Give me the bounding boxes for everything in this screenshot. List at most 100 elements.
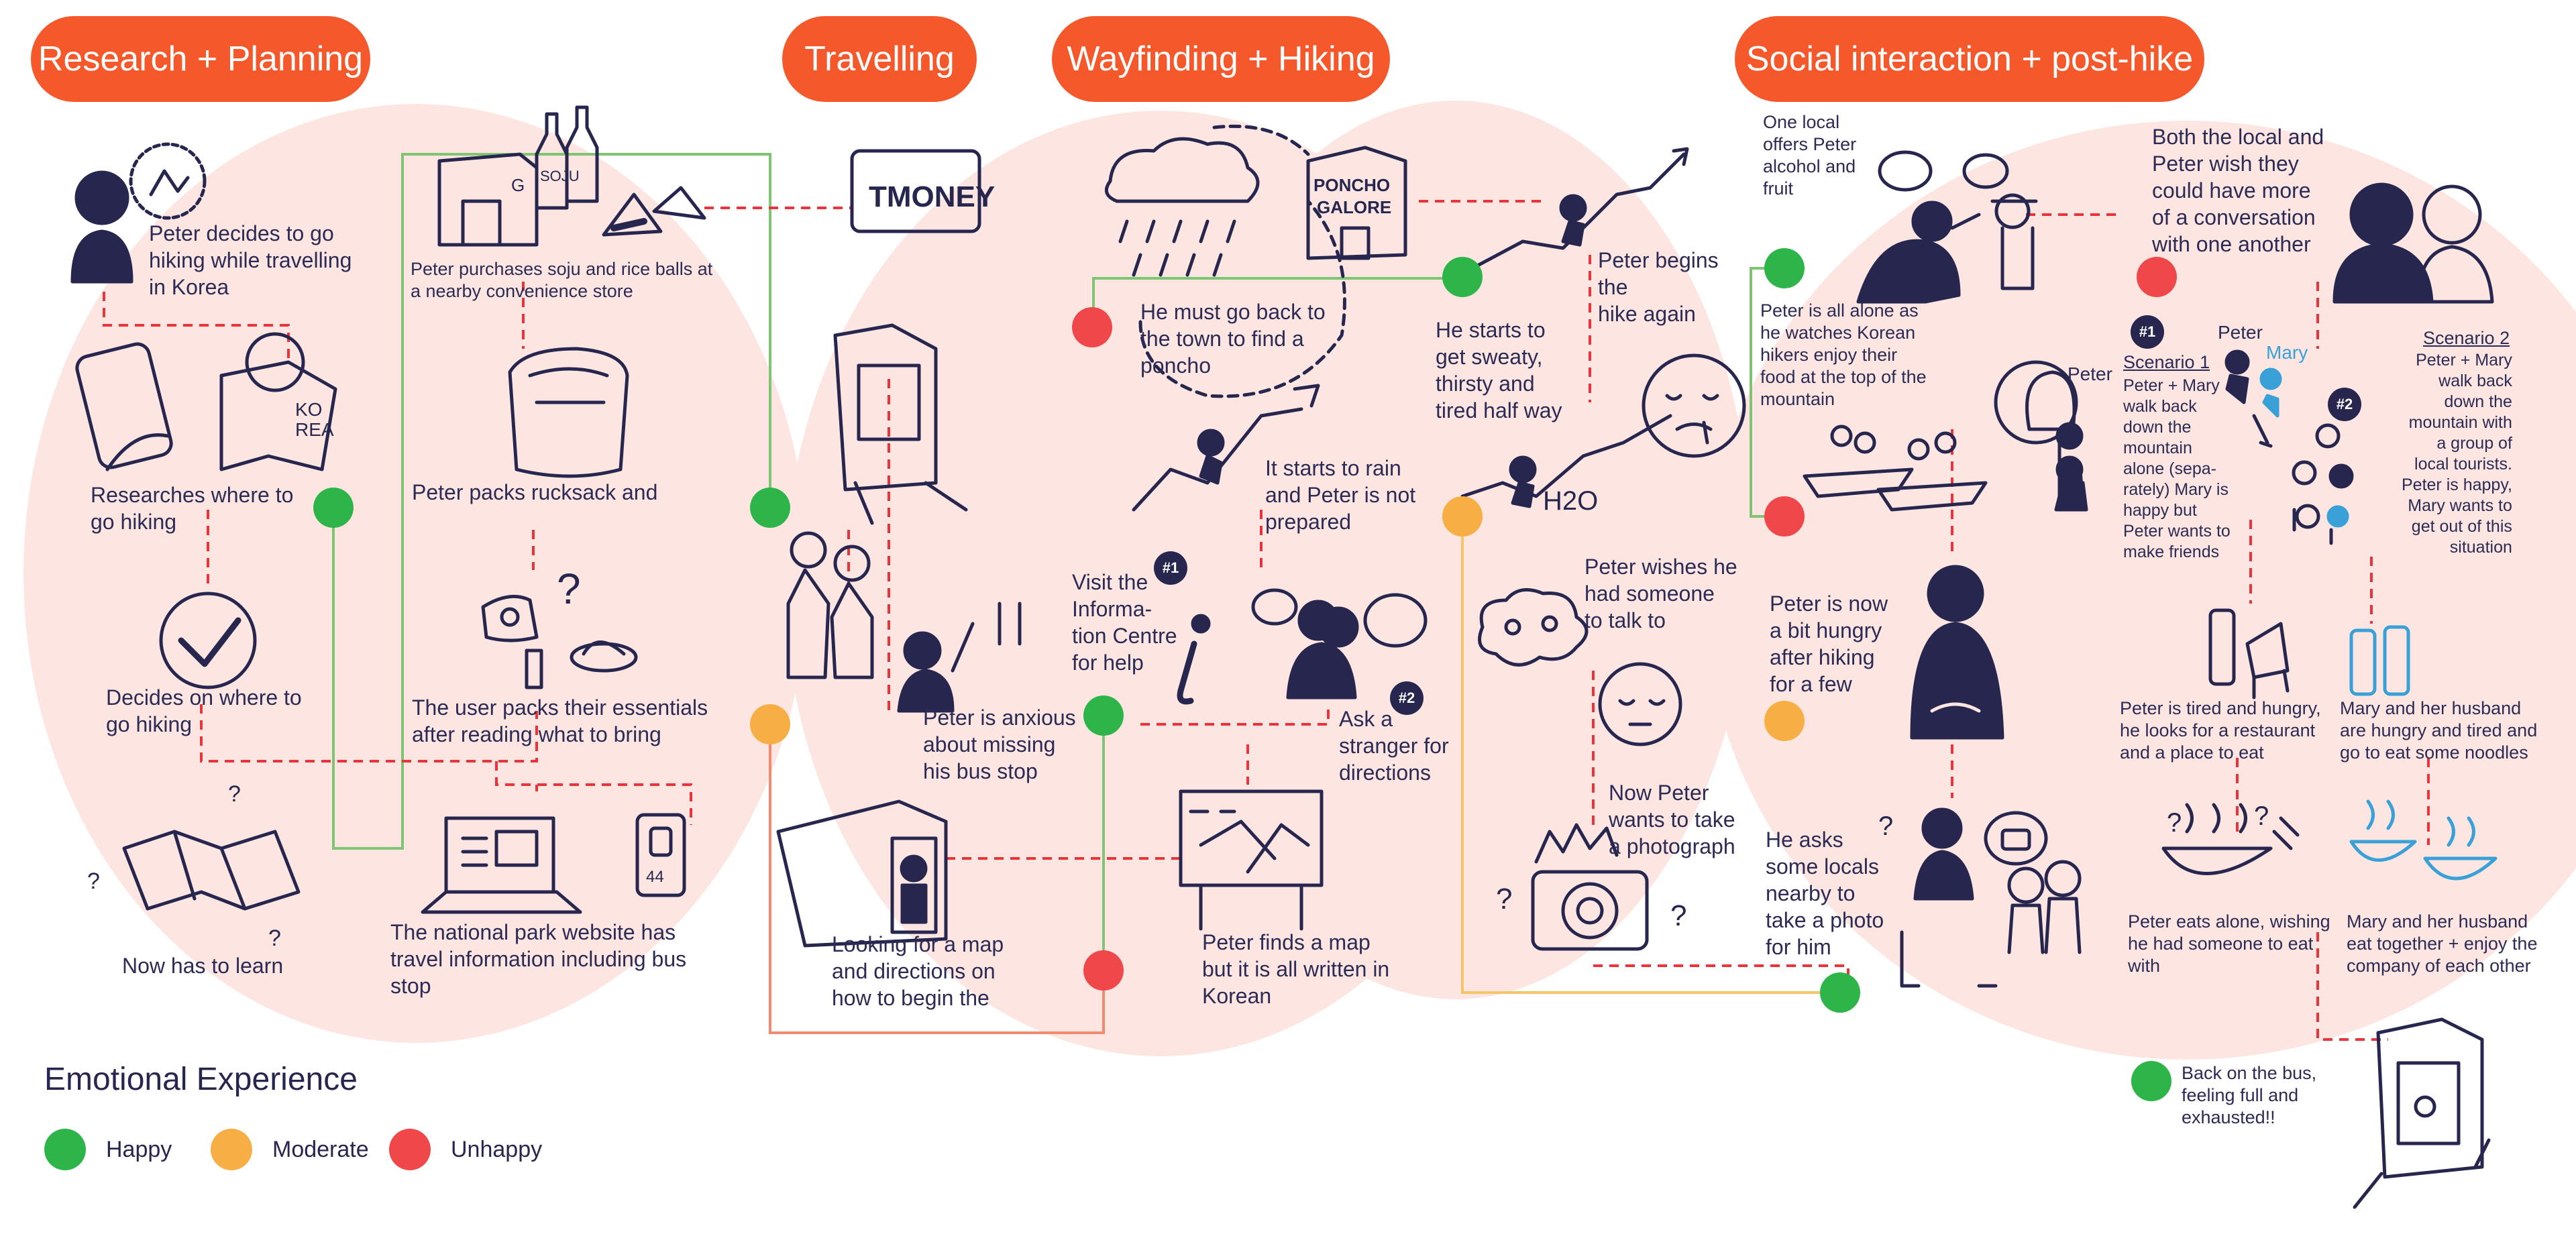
note-park-website: The national park website has travel inf…	[390, 920, 687, 998]
laptop-icon	[421, 816, 582, 914]
rain-cloud-icon	[1104, 137, 1260, 277]
dot-moderate	[1442, 496, 1483, 537]
thought-bubble-icon	[1478, 587, 1589, 667]
dot-moderate	[1764, 701, 1805, 741]
badge-scenario1: #1	[2131, 315, 2164, 349]
note-back-on-bus: Back on the bus, feeling full and exhaus…	[2182, 1063, 2317, 1127]
svg-text:G: G	[511, 175, 525, 195]
return-loop-icon	[1138, 124, 1346, 398]
note-wish-conversation: Both the local and Peter wish they could…	[2152, 125, 2324, 256]
badge-info-centre: #1	[1154, 551, 1187, 585]
dot-happy	[1442, 257, 1483, 297]
dot-unhappy	[1083, 950, 1124, 991]
dot-happy	[750, 488, 790, 528]
note-finds-map: Peter finds a map but it is all written …	[1202, 930, 1390, 1008]
dot-unhappy	[1072, 307, 1112, 347]
rice-ball-icon	[602, 186, 706, 237]
note-all-alone: Peter is all alone as he watches Korean …	[1760, 300, 1927, 409]
note-eats-alone: Peter eats alone, wishing he had someone…	[2128, 911, 2330, 976]
legend-item-moderate: Moderate	[211, 1128, 369, 1171]
rucksack-icon	[508, 347, 629, 478]
scenario1-figures-icon	[2025, 349, 2282, 505]
dot-moderate	[750, 704, 790, 744]
svg-text:KO: KO	[295, 399, 322, 420]
note-packs-rucksack: Peter packs rucksack and	[412, 480, 658, 504]
note-purchases-soju: Peter purchases soju and rice balls at a…	[411, 259, 713, 301]
svg-text:?: ?	[2167, 808, 2182, 838]
note-eat-together: Mary and her husband eat together + enjo…	[2347, 911, 2538, 976]
legend-dot-happy	[44, 1129, 86, 1170]
thinking-person-icon	[70, 142, 207, 284]
soju-bottles-icon: SOJU	[535, 105, 599, 210]
svg-text:?: ?	[557, 565, 581, 613]
legend-label-unhappy: Unhappy	[451, 1136, 543, 1162]
bus-door-icon	[776, 799, 948, 948]
stage-social: Social interaction + post-hike	[1735, 16, 2204, 102]
dot-unhappy	[1764, 496, 1805, 537]
hiker-climbing-icon	[1132, 384, 1320, 512]
note-anxious-bus-stop: Peter is anxious about missing his bus s…	[923, 706, 1076, 783]
folded-map-icon: ? ? ?	[87, 781, 301, 951]
dot-happy	[1820, 972, 1860, 1013]
camera-icon: ? ?	[1496, 823, 1686, 951]
svg-text:PONCHO: PONCHO	[1313, 175, 1390, 195]
dot-happy	[1764, 248, 1805, 288]
svg-text:?: ?	[87, 868, 100, 894]
svg-text:?: ?	[228, 781, 241, 807]
dot-happy	[1083, 695, 1124, 736]
dot-happy	[2131, 1061, 2171, 1101]
svg-text:GALORE: GALORE	[1317, 197, 1391, 217]
note-back-for-poncho: He must go back to the town to find a po…	[1140, 300, 1326, 378]
note-mary-noodles: Mary and her husband are hungry and tire…	[2340, 698, 2538, 763]
dot-unhappy	[2137, 257, 2177, 297]
tired-face-icon	[1642, 353, 1746, 458]
scenario1-text: Peter + Mary walk back down the mountain…	[2123, 376, 2231, 561]
svg-text:?: ?	[2254, 801, 2269, 831]
picnic-hikers-icon	[1803, 425, 1988, 512]
svg-text:44: 44	[646, 868, 664, 886]
scenario2-text: Peter + Mary walk back down the mountain…	[2402, 351, 2512, 557]
legend-item-happy: Happy	[44, 1128, 172, 1171]
dot-happy	[313, 488, 354, 528]
line-orange-hike	[1461, 516, 1840, 994]
sad-faces-icon	[2332, 182, 2494, 304]
local-offering-icon	[1856, 150, 2038, 304]
note-take-photograph: Now Peter wants to take a photograph	[1609, 781, 1735, 858]
info-centre-icon	[1177, 614, 1211, 705]
svg-text:H2O: H2O	[1543, 486, 1598, 516]
sweaty-hiker-icon: H2O	[1460, 414, 1672, 516]
blob-research	[23, 104, 808, 1043]
water-bottles-icon	[2349, 625, 2410, 696]
map-board-icon	[1179, 789, 1324, 931]
stage-research: Research + Planning	[31, 16, 370, 102]
note-begins-again: Peter begins the hike again	[1598, 248, 1719, 326]
note-looking-for-map: Looking for a map and directions on how …	[832, 932, 1004, 1010]
phone-icon	[75, 342, 173, 471]
line-green-research	[332, 153, 771, 850]
note-packs-essentials: The user packs their essentials after re…	[412, 695, 708, 746]
lonely-face-icon	[1598, 662, 1682, 746]
ask-stranger-icon	[1251, 588, 1428, 699]
lonely-bowl-icon: ? ?	[2161, 801, 2300, 875]
legend-label-moderate: Moderate	[272, 1136, 369, 1162]
check-circle-icon	[159, 592, 257, 689]
legend-title: Emotional Experience	[44, 1062, 358, 1097]
note-decides-hiking: Peter decides to go hiking while travell…	[149, 221, 352, 299]
anxious-passenger-icon	[897, 602, 1022, 713]
note-sweaty-thirsty: He starts to get sweaty, thirsty and tir…	[1436, 318, 1562, 423]
bus-passengers-icon	[786, 531, 874, 679]
korea-book-icon: KO REA	[219, 332, 337, 471]
svg-text:?: ?	[1878, 811, 1893, 841]
blob-hiking	[1161, 101, 1751, 999]
legend-item-unhappy: Unhappy	[389, 1128, 542, 1171]
label-peter: Peter	[2068, 363, 2112, 384]
tmoney-card-icon: TMONEY	[850, 149, 995, 233]
legend-dot-moderate	[211, 1129, 252, 1170]
note-starts-to-rain: It starts to rain and Peter is not prepa…	[1265, 456, 1416, 534]
badge-ask-stranger: #2	[1390, 681, 1424, 715]
note-visit-info-centre: Visit the Informa- tion Centre for help	[1072, 570, 1177, 675]
svg-text:?: ?	[1496, 883, 1512, 915]
label-peter-scenario1: Peter	[2218, 322, 2263, 343]
note-wishes-someone: Peter wishes he had someone to talk to	[1585, 555, 1737, 632]
svg-text:TMONEY: TMONEY	[869, 180, 995, 213]
